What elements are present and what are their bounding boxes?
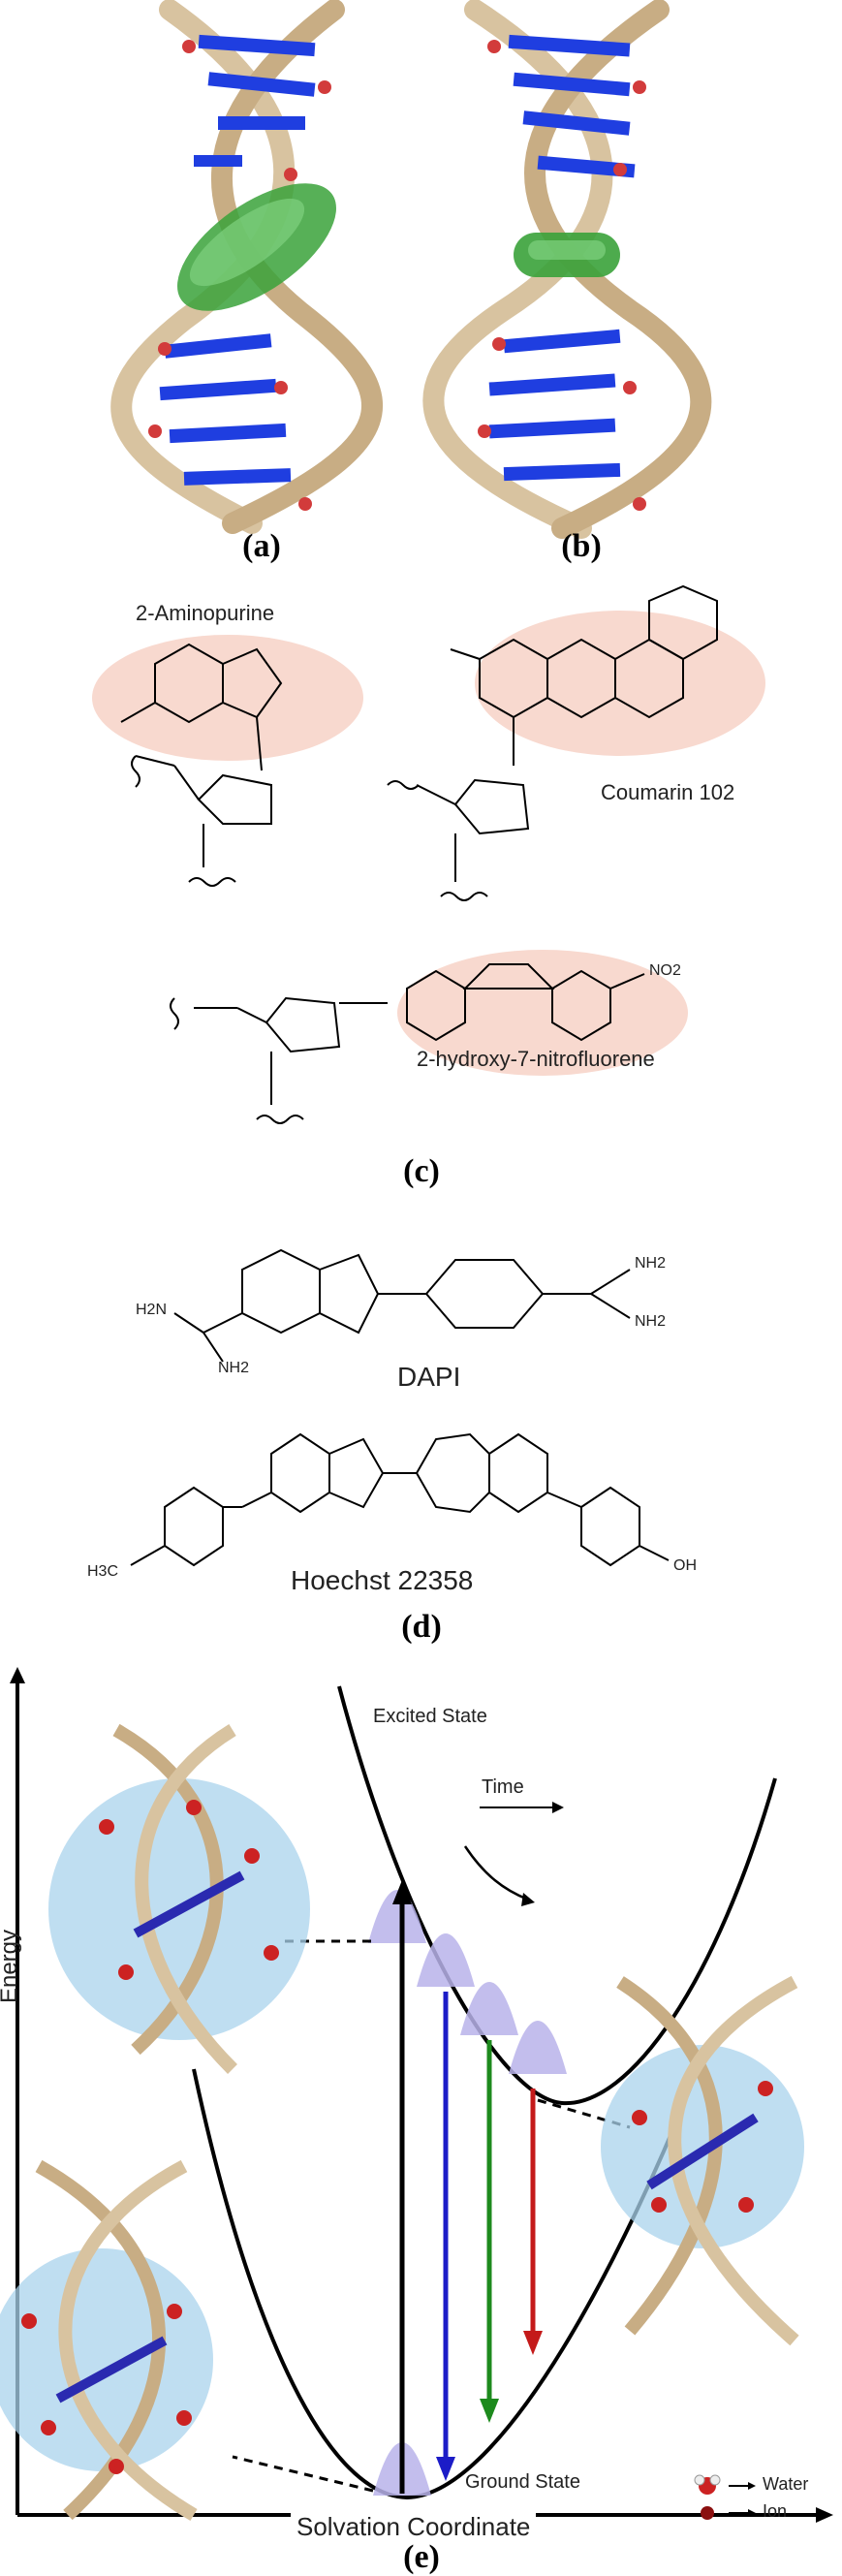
groove-binder-structures — [130, 1248, 670, 1567]
caption-a: (a) — [242, 528, 281, 564]
label-ground-state: Ground State — [465, 2471, 580, 2493]
label-dapi-nh2-bottom: NH2 — [635, 1313, 667, 1330]
solvated-dna-relaxed — [601, 1975, 804, 2346]
dna-helix-a — [110, 0, 383, 534]
caption-e: (e) — [403, 2539, 440, 2575]
caption-d: (d) — [401, 1609, 442, 1645]
label-oh: OH — [673, 1557, 697, 1574]
legend — [694, 2474, 756, 2520]
dna-helix-b — [422, 0, 712, 539]
ground-state-curve — [192, 2068, 700, 2500]
label-nitrofluorene: 2-hydroxy-7-nitrofluorene — [417, 1047, 655, 1071]
nucleoside-structures — [92, 584, 765, 1124]
caption-c: (c) — [403, 1153, 440, 1189]
panel-e: Energy Excited State Time Ground State W… — [0, 1662, 842, 2576]
panel-d: NH2 NH2 H2N NH2 DAPI Hoechst 22358 H3C O… — [0, 1216, 842, 1662]
aminopurine-highlight — [92, 635, 363, 761]
label-hoechst: Hoechst 22358 — [291, 1565, 474, 1595]
excited-state-curve — [337, 1685, 777, 2106]
label-no2: NO2 — [649, 962, 681, 979]
solvated-dna-ground — [0, 2159, 213, 2522]
dna-helix-illustrations — [110, 0, 712, 539]
label-2-aminopurine: 2-Aminopurine — [136, 601, 275, 625]
label-h3c: H3C — [87, 1563, 119, 1580]
panel-c: 2-Aminopurine Coumarin 102 2-hydroxy-7-n… — [0, 584, 842, 1211]
label-solvation-coordinate: Solvation Coordinate — [291, 2512, 537, 2542]
label-water: Water — [763, 2474, 809, 2494]
solvation-energy-diagram — [0, 1667, 833, 2523]
excited-wavepackets — [368, 1890, 567, 2074]
label-dapi: DAPI — [397, 1362, 461, 1392]
label-dapi-nh2-left: NH2 — [218, 1360, 250, 1376]
label-time: Time — [482, 1776, 524, 1798]
caption-b: (b) — [561, 528, 602, 564]
solvated-dna-excited — [48, 1723, 310, 2074]
label-energy: Energy — [0, 1929, 23, 2004]
coumarin-highlight — [475, 611, 765, 756]
nitrofluorene-highlight — [397, 950, 688, 1076]
label-excited-state: Excited State — [373, 1706, 487, 1727]
label-coumarin-102: Coumarin 102 — [601, 780, 735, 804]
label-dapi-nh2-top: NH2 — [635, 1255, 667, 1272]
label-ion: Ion — [763, 2501, 788, 2521]
label-dapi-h2n: H2N — [136, 1302, 168, 1318]
panel-ab: (a) (b) — [0, 0, 842, 581]
